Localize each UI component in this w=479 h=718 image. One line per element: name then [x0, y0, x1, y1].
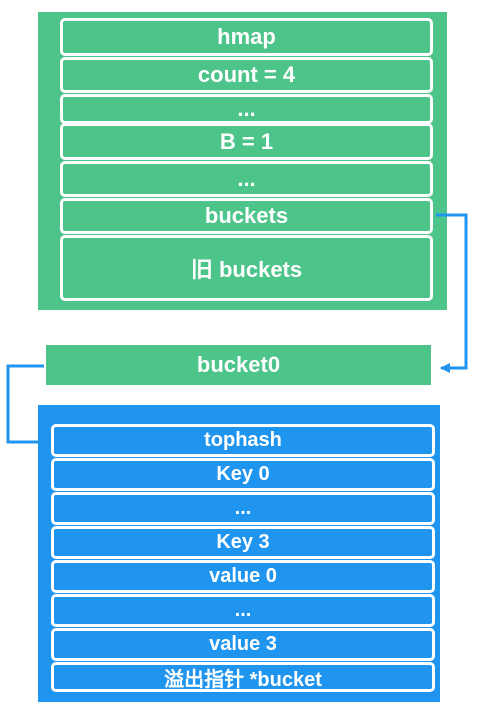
- buckets-to-bucket0-arrow: [436, 213, 468, 373]
- count-field: count = 4: [60, 57, 433, 93]
- hmap-title-field: hmap: [60, 18, 433, 56]
- buckets-field: buckets: [60, 198, 433, 234]
- bucket0-to-bmap-arrow: [6, 364, 49, 447]
- value0-field: value 0: [51, 560, 435, 593]
- bmap-struct: tophash Key 0 ... Key 3 value 0 ... valu…: [38, 405, 440, 702]
- ellipsis-field-2: ...: [60, 161, 433, 197]
- bucket0-label: bucket0: [46, 345, 431, 385]
- ellipsis-field-1: ...: [60, 94, 433, 124]
- hmap-struct: hmap count = 4 ... B = 1 ... buckets 旧 b…: [38, 12, 447, 310]
- tophash-field: tophash: [51, 424, 435, 457]
- key0-field: Key 0: [51, 458, 435, 491]
- b-field: B = 1: [60, 123, 433, 160]
- ellipsis-field-4: ...: [51, 594, 435, 627]
- ellipsis-field-3: ...: [51, 492, 435, 525]
- key3-field: Key 3: [51, 526, 435, 559]
- value3-field: value 3: [51, 628, 435, 661]
- old-buckets-field: 旧 buckets: [60, 235, 433, 301]
- overflow-pointer-field: 溢出指针 *bucket: [51, 662, 435, 692]
